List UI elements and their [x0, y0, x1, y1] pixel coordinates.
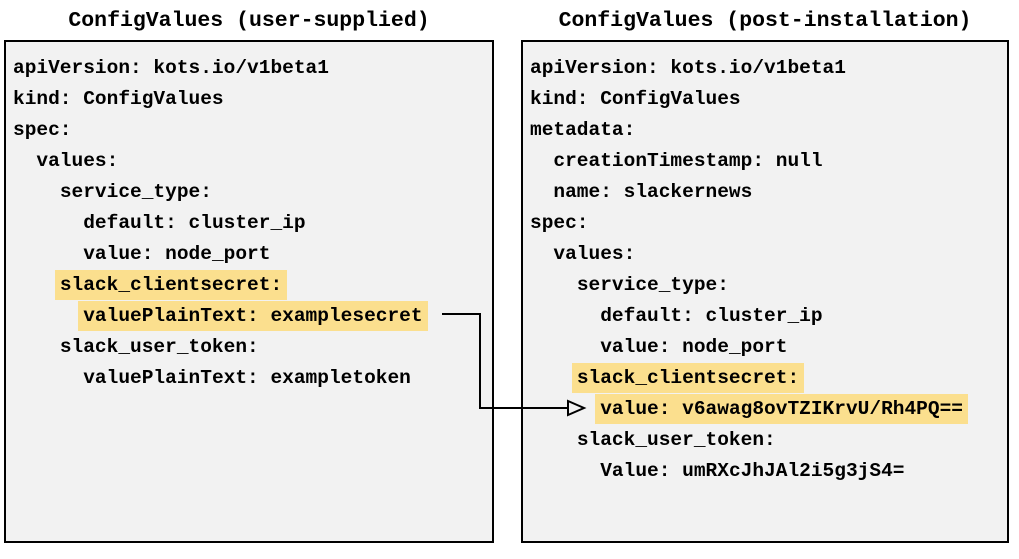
- code-line: slack_user_token:: [13, 332, 492, 363]
- code-indent: [530, 274, 577, 296]
- code-line: service_type:: [530, 270, 1007, 301]
- code-indent: [530, 150, 553, 172]
- code-line: spec:: [530, 208, 1007, 239]
- code-line: slack_clientsecret:: [530, 363, 1007, 394]
- code-line: value: node_port: [530, 332, 1007, 363]
- code-line: slack_user_token:: [530, 425, 1007, 456]
- code-indent: [13, 150, 36, 172]
- code-indent: [13, 243, 83, 265]
- code-indent: [13, 274, 60, 296]
- code-line: Value: umRXcJhJAl2i5g3jS4=: [530, 456, 1007, 487]
- code-text: service_type:: [59, 181, 212, 203]
- code-indent: [530, 429, 577, 451]
- code-indent: [530, 243, 553, 265]
- code-text: Value: umRXcJhJAl2i5g3jS4=: [600, 460, 905, 482]
- code-indent: [530, 367, 577, 389]
- code-line: default: cluster_ip: [530, 301, 1007, 332]
- code-line: apiVersion: kots.io/v1beta1: [530, 53, 1007, 84]
- left-panel-title: ConfigValues (user-supplied): [68, 9, 430, 33]
- code-line: spec:: [13, 115, 492, 146]
- code-indent: [530, 336, 600, 358]
- code-line: default: cluster_ip: [13, 208, 492, 239]
- code-text: default: cluster_ip: [83, 212, 306, 234]
- code-text: slack_user_token:: [576, 429, 776, 451]
- code-text: value: node_port: [83, 243, 271, 265]
- code-indent: [530, 460, 600, 482]
- code-indent: [13, 181, 60, 203]
- code-line: kind: ConfigValues: [13, 84, 492, 115]
- highlighted-code-text: slack_clientsecret:: [571, 363, 805, 393]
- highlighted-code-text: value: v6awag8ovTZIKrvU/Rh4PQ==: [595, 394, 968, 424]
- user-supplied-config-panel: apiVersion: kots.io/v1beta1 kind: ConfigV…: [4, 40, 494, 543]
- code-indent: [13, 336, 60, 358]
- highlighted-code-text: slack_clientsecret:: [54, 270, 288, 300]
- code-line: values:: [13, 146, 492, 177]
- post-installation-config-panel: apiVersion: kots.io/v1beta1 kind: ConfigV…: [521, 40, 1009, 543]
- right-panel-title: ConfigValues (post-installation): [558, 9, 972, 33]
- code-text: default: cluster_ip: [600, 305, 823, 327]
- code-line: valuePlainText: exampletoken: [13, 363, 492, 394]
- code-text: spec:: [530, 212, 589, 234]
- code-line: slack_clientsecret:: [13, 270, 492, 301]
- code-indent: [13, 367, 83, 389]
- code-text: value: node_port: [600, 336, 788, 358]
- code-text: apiVersion: kots.io/v1beta1: [530, 57, 846, 79]
- code-text: name: slackernews: [553, 181, 753, 203]
- highlighted-code-text: valuePlainText: examplesecret: [78, 301, 428, 331]
- code-indent: [530, 398, 600, 420]
- code-line: valuePlainText: examplesecret: [13, 301, 492, 332]
- code-text: valuePlainText: exampletoken: [83, 367, 411, 389]
- code-line: kind: ConfigValues: [530, 84, 1007, 115]
- code-line: creationTimestamp: null: [530, 146, 1007, 177]
- code-line: values:: [530, 239, 1007, 270]
- code-text: service_type:: [576, 274, 729, 296]
- code-text: spec:: [13, 119, 72, 141]
- code-indent: [530, 305, 600, 327]
- code-text: slack_user_token:: [59, 336, 259, 358]
- code-text: kind: ConfigValues: [530, 88, 741, 110]
- code-line: apiVersion: kots.io/v1beta1: [13, 53, 492, 84]
- code-line: metadata:: [530, 115, 1007, 146]
- code-text: values:: [36, 150, 119, 172]
- code-line: service_type:: [13, 177, 492, 208]
- code-text: kind: ConfigValues: [13, 88, 224, 110]
- code-text: values:: [553, 243, 636, 265]
- code-line: value: node_port: [13, 239, 492, 270]
- code-text: apiVersion: kots.io/v1beta1: [13, 57, 329, 79]
- code-indent: [13, 212, 83, 234]
- code-line: value: v6awag8ovTZIKrvU/Rh4PQ==: [530, 394, 1007, 425]
- code-text: creationTimestamp: null: [553, 150, 823, 172]
- code-line: name: slackernews: [530, 177, 1007, 208]
- code-indent: [13, 305, 83, 327]
- code-text: metadata:: [530, 119, 636, 141]
- code-indent: [530, 181, 553, 203]
